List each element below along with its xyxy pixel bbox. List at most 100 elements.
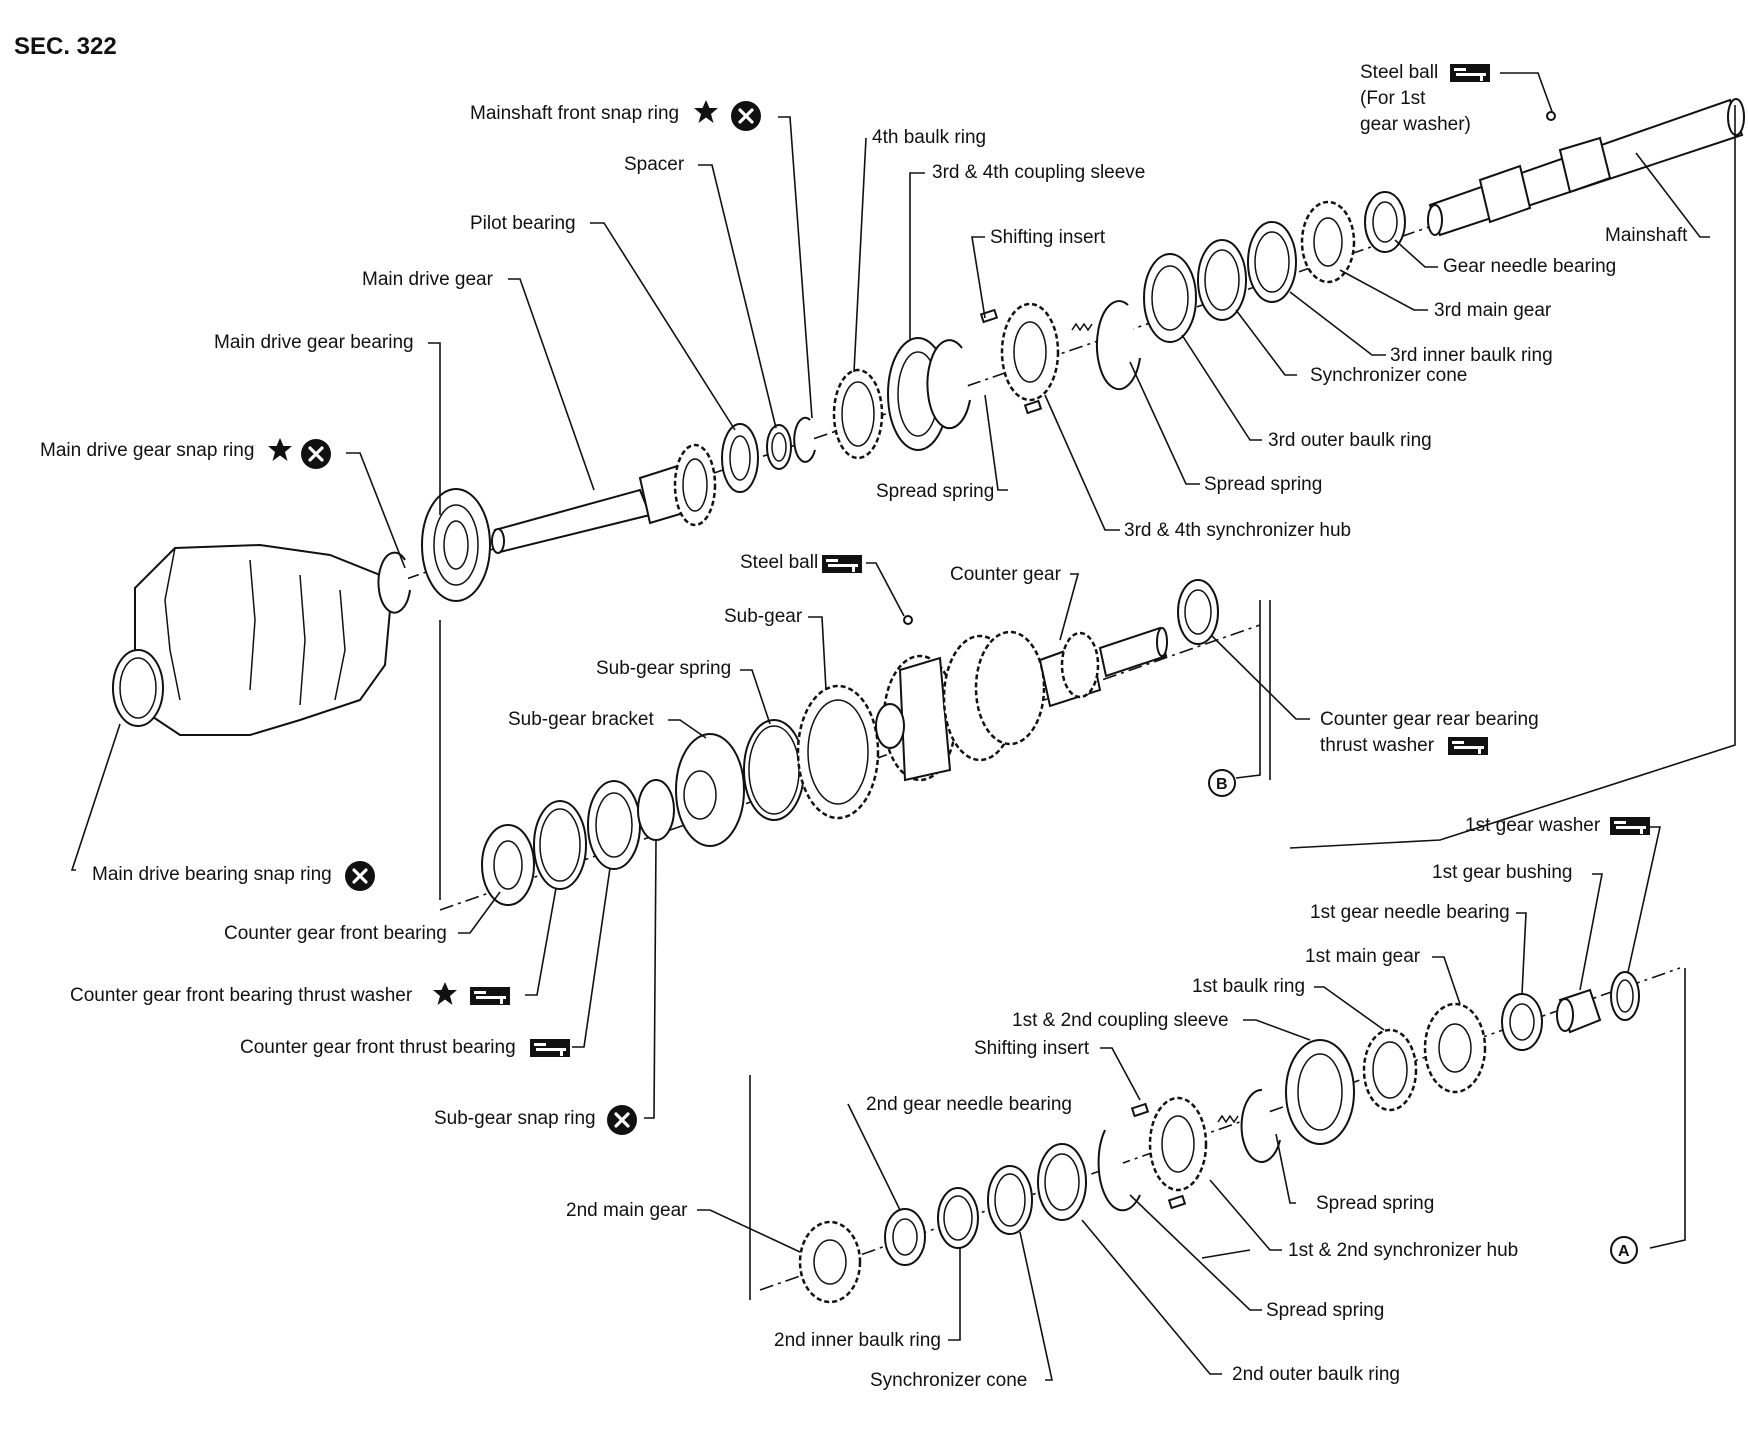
main-drive-gear-drawing <box>491 443 717 554</box>
label-spread-spring-lower: Spread spring <box>1266 1300 1384 1321</box>
mainshaft-drawing <box>1427 98 1745 237</box>
label-counter-gear: Counter gear <box>950 564 1062 585</box>
label-synchronizer-cone-upper: Synchronizer cone <box>1310 365 1467 386</box>
label-counter-gear-front-bearing: Counter gear front bearing <box>224 923 447 944</box>
label-spread-spring-upper-right: Spread spring <box>1204 474 1322 495</box>
spacer-drawing <box>766 424 792 470</box>
gear-needle-bearing-drawing <box>1364 191 1406 253</box>
transmission-case-drawing <box>134 543 392 736</box>
mainshaft-front-snap-ring-drawing <box>793 416 816 463</box>
main-drive-gear-snap-ring-drawing <box>377 551 411 614</box>
star-icon <box>433 982 457 1005</box>
counter-gear-front-bearing-thrust-washer-drawing <box>533 800 587 890</box>
reference-a-icon <box>1610 1236 1638 1264</box>
lubricate-symbol-icon <box>1448 737 1488 755</box>
leader-lines <box>70 72 1710 1381</box>
spread-spring-upper-right-drawing <box>1095 300 1141 391</box>
label-steel-ball-upper-2: (For 1st <box>1360 88 1426 109</box>
labels: Mainshaft front snap ring Spacer Pilot b… <box>40 62 1688 1391</box>
lubricate-symbol-icon <box>822 555 862 573</box>
first-second-synchronizer-hub-drawing <box>1148 1096 1208 1192</box>
circled-x-icon <box>299 437 333 471</box>
star-icon <box>268 438 292 461</box>
label-shifting-insert-upper: Shifting insert <box>990 227 1106 248</box>
sub-gear-bracket-drawing <box>675 733 745 847</box>
lubricate-symbol-icon <box>1450 64 1490 82</box>
third-main-gear-drawing <box>1300 200 1356 284</box>
svg-text:B: B <box>1216 776 1228 793</box>
label-counter-gear-front-bearing-thrust-washer: Counter gear front bearing thrust washer <box>70 985 413 1006</box>
label-synchronizer-cone-lower: Synchronizer cone <box>870 1370 1027 1391</box>
first-gear-needle-bearing-drawing <box>1501 993 1543 1051</box>
label-third-main-gear: 3rd main gear <box>1434 300 1552 321</box>
main-drive-gear-bearing-drawing <box>421 488 491 602</box>
label-first-gear-needle-bearing: 1st gear needle bearing <box>1310 902 1510 923</box>
circled-x-icon <box>729 99 763 133</box>
label-spread-spring-upper-left: Spread spring <box>876 481 994 502</box>
counter-gear-drawing <box>875 626 1168 782</box>
section-title: SEC. 322 <box>14 33 117 60</box>
label-first-gear-washer: 1st gear washer <box>1465 815 1601 836</box>
label-spread-spring-lower-right: Spread spring <box>1316 1193 1434 1214</box>
label-counter-gear-rear-bearing-thrust-washer-1: Counter gear rear bearing <box>1320 709 1539 730</box>
first-main-gear-drawing <box>1423 1002 1487 1094</box>
label-steel-ball-upper-3: gear washer) <box>1360 114 1471 135</box>
label-sub-gear: Sub-gear <box>724 606 803 627</box>
label-first-gear-bushing: 1st gear bushing <box>1432 862 1573 883</box>
first-second-coupling-sleeve-drawing <box>1285 1039 1355 1145</box>
steel-ball-middle-drawing <box>903 615 913 625</box>
label-first-second-synchronizer-hub: 1st & 2nd synchronizer hub <box>1288 1240 1518 1261</box>
label-main-drive-gear: Main drive gear <box>362 269 494 290</box>
label-third-fourth-synchronizer-hub: 3rd & 4th synchronizer hub <box>1124 520 1351 541</box>
label-first-main-gear: 1st main gear <box>1305 946 1421 967</box>
lubricate-symbol-icon <box>530 1039 570 1057</box>
label-third-fourth-coupling-sleeve: 3rd & 4th coupling sleeve <box>932 162 1145 183</box>
label-main-drive-gear-snap-ring: Main drive gear snap ring <box>40 440 254 461</box>
label-main-drive-bearing-snap-ring: Main drive bearing snap ring <box>92 864 332 885</box>
label-counter-gear-rear-bearing-thrust-washer-2: thrust washer <box>1320 735 1435 756</box>
counter-gear-front-bearing-drawing <box>481 824 535 906</box>
second-gear-needle-bearing-drawing <box>884 1208 926 1266</box>
label-second-inner-baulk-ring: 2nd inner baulk ring <box>774 1330 941 1351</box>
label-pilot-bearing: Pilot bearing <box>470 213 576 234</box>
sub-gear-snap-ring-drawing <box>637 779 675 841</box>
reference-b-icon <box>1208 769 1236 797</box>
spread-spring-lower-right-drawing <box>1240 1088 1281 1163</box>
label-first-second-coupling-sleeve: 1st & 2nd coupling sleeve <box>1012 1010 1229 1031</box>
counter-gear-rear-bearing-thrust-washer-drawing <box>1177 579 1219 645</box>
mainshaft-assembly <box>112 98 1745 736</box>
label-second-gear-needle-bearing: 2nd gear needle bearing <box>866 1094 1072 1115</box>
label-spacer: Spacer <box>624 154 685 175</box>
fourth-baulk-ring-drawing <box>832 368 884 460</box>
label-fourth-baulk-ring: 4th baulk ring <box>872 127 986 148</box>
label-steel-ball-upper-1: Steel ball <box>1360 62 1438 83</box>
label-first-baulk-ring: 1st baulk ring <box>1192 976 1305 997</box>
label-mainshaft: Mainshaft <box>1605 225 1688 246</box>
pilot-bearing-drawing <box>721 423 759 493</box>
label-sub-gear-snap-ring: Sub-gear snap ring <box>434 1108 596 1129</box>
label-second-main-gear: 2nd main gear <box>566 1200 688 1221</box>
star-icon <box>694 100 718 123</box>
spread-spring-upper-left-drawing <box>926 339 971 430</box>
first-second-gear-assembly <box>759 967 1681 1304</box>
shifting-insert-lower-drawing <box>1130 1102 1150 1118</box>
third-fourth-synchronizer-hub-drawing <box>1000 302 1060 402</box>
lubricate-symbol-icon <box>470 987 510 1005</box>
sub-gear-spring-drawing <box>743 719 805 821</box>
label-steel-ball-middle: Steel ball <box>740 552 818 573</box>
counter-gear-assembly <box>439 579 1261 911</box>
first-gear-washer-drawing <box>1610 971 1640 1021</box>
shifting-insert-upper-drawing <box>979 308 999 324</box>
second-main-gear-drawing <box>798 1220 862 1304</box>
label-sub-gear-spring: Sub-gear spring <box>596 658 731 679</box>
first-baulk-ring-drawing <box>1362 1028 1418 1112</box>
label-second-outer-baulk-ring: 2nd outer baulk ring <box>1232 1364 1400 1385</box>
label-third-inner-baulk-ring: 3rd inner baulk ring <box>1390 345 1553 366</box>
label-gear-needle-bearing: Gear needle bearing <box>1443 256 1616 277</box>
spread-spring-lower-drawing <box>1097 1129 1141 1212</box>
svg-text:A: A <box>1618 1243 1630 1260</box>
label-sub-gear-bracket: Sub-gear bracket <box>508 709 654 730</box>
label-shifting-insert-lower: Shifting insert <box>974 1038 1090 1059</box>
label-counter-gear-front-thrust-bearing: Counter gear front thrust bearing <box>240 1037 516 1058</box>
